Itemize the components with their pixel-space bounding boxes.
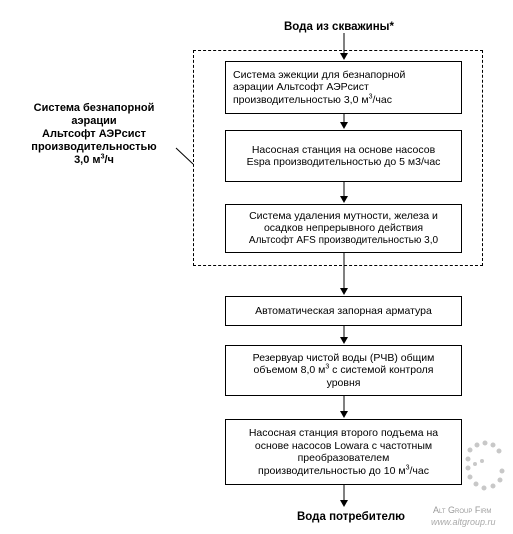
aeration-system-label-line: аэрации (71, 115, 117, 127)
aeration-system-label-line: Система безнапорной (33, 102, 155, 114)
step-line: Автоматическая запорная арматура (255, 304, 432, 317)
step-second-lift-pump-lowara: Насосная станция второго подъема на осно… (225, 419, 462, 485)
step-line: осадков непрерывного действия (263, 222, 424, 235)
source-label: Вода из скважины* (284, 21, 394, 33)
step-line: объемом 8,0 м3 с системой контроля (253, 363, 434, 377)
step-ejection-system: Система эжекции для безнапорной аэрации … (225, 61, 462, 114)
step-line: Система удаления мутности, железа и (249, 209, 438, 222)
step-line: Espa производительностью до 5 м3/час (246, 156, 441, 168)
step-line: Система эжекции для безнапорной (233, 68, 406, 81)
aeration-system-boundary (193, 50, 483, 266)
step-line: аэрации Альтсофт АЭРсист (233, 81, 369, 94)
aeration-system-label: Система безнапорной аэрации Альтсофт АЭР… (14, 102, 174, 167)
aeration-system-label-line: 3,0 м3/ч (74, 153, 114, 166)
step-line: Насосная станция второго подъема на (248, 427, 439, 439)
step-line: Альтсофт AFS производительностью 3,0 (248, 234, 439, 246)
step-line: производительностью до 10 м3/час (258, 464, 429, 477)
step-line: производительностью 3,0 м3/час (233, 93, 392, 106)
watermark-brand: Alt Group Firm (433, 505, 492, 515)
step-line: уровня (326, 376, 361, 389)
altgroup-logo-icon (465, 440, 505, 491)
consumer-label: Вода потребителю (297, 511, 405, 523)
watermark-url: www.altgroup.ru (431, 517, 496, 527)
aeration-system-label-line: производительностью (31, 141, 157, 153)
system-label-leader (175, 147, 194, 165)
step-iron-removal-afs: Система удаления мутности, железа и осад… (225, 204, 462, 253)
step-line: основе насосов Lowara с частотным (254, 439, 433, 452)
step-line: Насосная станция на основе насосов (251, 143, 436, 156)
aeration-system-label-line: Альтсофт АЭРсист (42, 128, 146, 140)
step-shutoff-valves: Автоматическая запорная арматура (225, 296, 462, 326)
step-clean-water-tank: Резервуар чистой воды (РЧВ) общим объемо… (225, 345, 462, 396)
step-line: преобразователем (297, 452, 390, 464)
step-line: Резервуар чистой воды (РЧВ) общим (252, 351, 435, 364)
step-pump-station-espa: Насосная станция на основе насосов Espa … (225, 130, 462, 182)
